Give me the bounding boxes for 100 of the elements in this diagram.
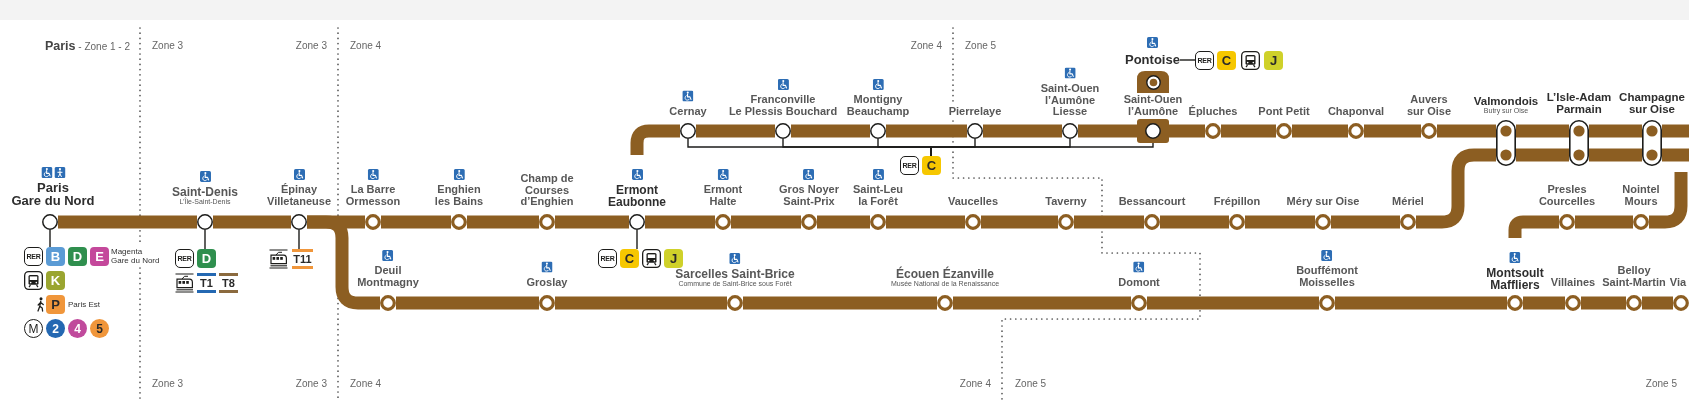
- station-name: Cernay: [669, 105, 707, 117]
- station-name: Champ de Courses d’Enghien: [520, 172, 574, 207]
- zone-label: Zone 4: [350, 378, 382, 390]
- track-line: [1169, 124, 1205, 138]
- leader-line: [298, 229, 300, 250]
- track-line: [1147, 296, 1319, 310]
- interchange-marker: [1569, 120, 1589, 166]
- leader-line: [1179, 59, 1196, 61]
- track-line: [555, 215, 629, 229]
- station-name: Mériel: [1392, 195, 1424, 207]
- track-line: [1589, 124, 1642, 138]
- station-circle: [1276, 123, 1292, 139]
- track-line: [1642, 296, 1673, 310]
- station-name: Saint-Ouen l’Aumône: [1123, 94, 1183, 117]
- track-line: [1575, 215, 1633, 229]
- station-name: Auvers sur Oise: [1407, 94, 1451, 117]
- track-line: [743, 296, 937, 310]
- station-circle: [1062, 123, 1078, 139]
- zone-label: Zone 5: [1645, 378, 1677, 390]
- zone-label: Zone 5: [965, 40, 997, 52]
- metro-line-badge: 2: [46, 319, 65, 338]
- zone-label: Zone 3: [152, 40, 184, 52]
- track-line: [630, 124, 680, 155]
- station-name: Bessancourt: [1118, 195, 1186, 207]
- station-name: Montsoult Maffliers: [1486, 267, 1544, 291]
- station-circle: [680, 123, 696, 139]
- station-name: Ermont Eaubonne: [608, 184, 666, 208]
- station-circle: [801, 214, 817, 230]
- track-line: [1649, 172, 1688, 229]
- station-name: Franconville Le Plessis Bouchard: [728, 94, 838, 117]
- station-circle: [1315, 214, 1331, 230]
- track-line: [1245, 215, 1315, 229]
- station-name: Nointel Mours: [1622, 184, 1660, 207]
- track-line: [696, 124, 775, 138]
- track-line: [1074, 215, 1144, 229]
- station-circle: [715, 214, 731, 230]
- station-name: Montigny Beauchamp: [846, 94, 910, 117]
- station-name: Paris Gare du Nord: [11, 182, 95, 207]
- station-circle: [1633, 214, 1649, 230]
- zone-label: Zone 4: [959, 378, 991, 390]
- station-circle: [1229, 214, 1245, 230]
- leader-line: [930, 142, 1154, 157]
- station-name: Vaucelles: [947, 195, 999, 207]
- station-name: Saint-Ouen l’Aumône Liesse: [1040, 82, 1100, 117]
- zone-label: Zone 3: [152, 378, 184, 390]
- track-line: [1662, 148, 1689, 162]
- station-circle: [870, 214, 886, 230]
- tram-line-label: T1: [197, 273, 216, 293]
- line-badge: C: [1217, 51, 1236, 70]
- track-line: [1078, 124, 1137, 138]
- station-name: Épluches: [1188, 105, 1238, 117]
- zone-label: Zone 3: [295, 378, 327, 390]
- station-name: Via: [1669, 276, 1687, 288]
- line-badge: D: [68, 247, 87, 266]
- track-line: [817, 215, 870, 229]
- interchange-marker: [1496, 120, 1516, 166]
- zone-label: Zone 3: [295, 40, 327, 52]
- zone-label: Zone 4: [350, 40, 382, 52]
- leader-line: [204, 229, 206, 250]
- metro-badge: M: [24, 319, 43, 338]
- track-line: [981, 215, 1058, 229]
- station-name: Pont Petit: [1258, 105, 1310, 117]
- station-circle: [451, 214, 467, 230]
- station-circle: [380, 295, 396, 311]
- line-badge: P: [46, 295, 65, 314]
- track-line: [645, 215, 715, 229]
- track-line: [1416, 148, 1496, 229]
- metro-line-badge: 4: [68, 319, 87, 338]
- station-name: Bouffémont Moisselles: [1296, 265, 1358, 288]
- station-name: Sarcelles Saint-Brice: [675, 268, 795, 280]
- line-badge: J: [664, 249, 683, 268]
- station-name: La Barre Ormesson: [345, 184, 401, 207]
- station-name: Ermont Halte: [703, 184, 743, 207]
- metro-line-badge: 5: [90, 319, 109, 338]
- station-name: Enghien les Bains: [434, 184, 484, 207]
- line-badge: C: [922, 156, 941, 175]
- station-circle: [539, 295, 555, 311]
- station-circle: [1400, 214, 1416, 230]
- connection-note: Paris Est: [68, 301, 100, 310]
- leader-line: [636, 229, 638, 250]
- zone-label: Zone 5: [1015, 378, 1047, 390]
- station-circle: [967, 123, 983, 139]
- station-name: Gros Noyer Saint-Prix: [779, 184, 839, 207]
- station-circle: [1565, 295, 1581, 311]
- station-name: Domont: [1118, 276, 1160, 288]
- interchange-marker: [1642, 120, 1662, 166]
- track-line: [1437, 124, 1496, 138]
- station-circle: [1348, 123, 1364, 139]
- station-name: Écouen Ézanville: [895, 268, 994, 280]
- station-circle: [539, 214, 555, 230]
- station-name: Taverny: [1045, 195, 1087, 207]
- track-line: [381, 215, 451, 229]
- connection-note: Magenta Gare du Nord: [111, 248, 160, 265]
- station-circle: [1131, 295, 1147, 311]
- station-name: Champagne sur Oise: [1619, 91, 1685, 115]
- track-line: [983, 124, 1062, 138]
- station-name: Pierrelaye: [948, 105, 1002, 117]
- track-line: [1589, 148, 1642, 162]
- track-line: [1508, 215, 1559, 238]
- tram-line-label: T8: [219, 273, 238, 293]
